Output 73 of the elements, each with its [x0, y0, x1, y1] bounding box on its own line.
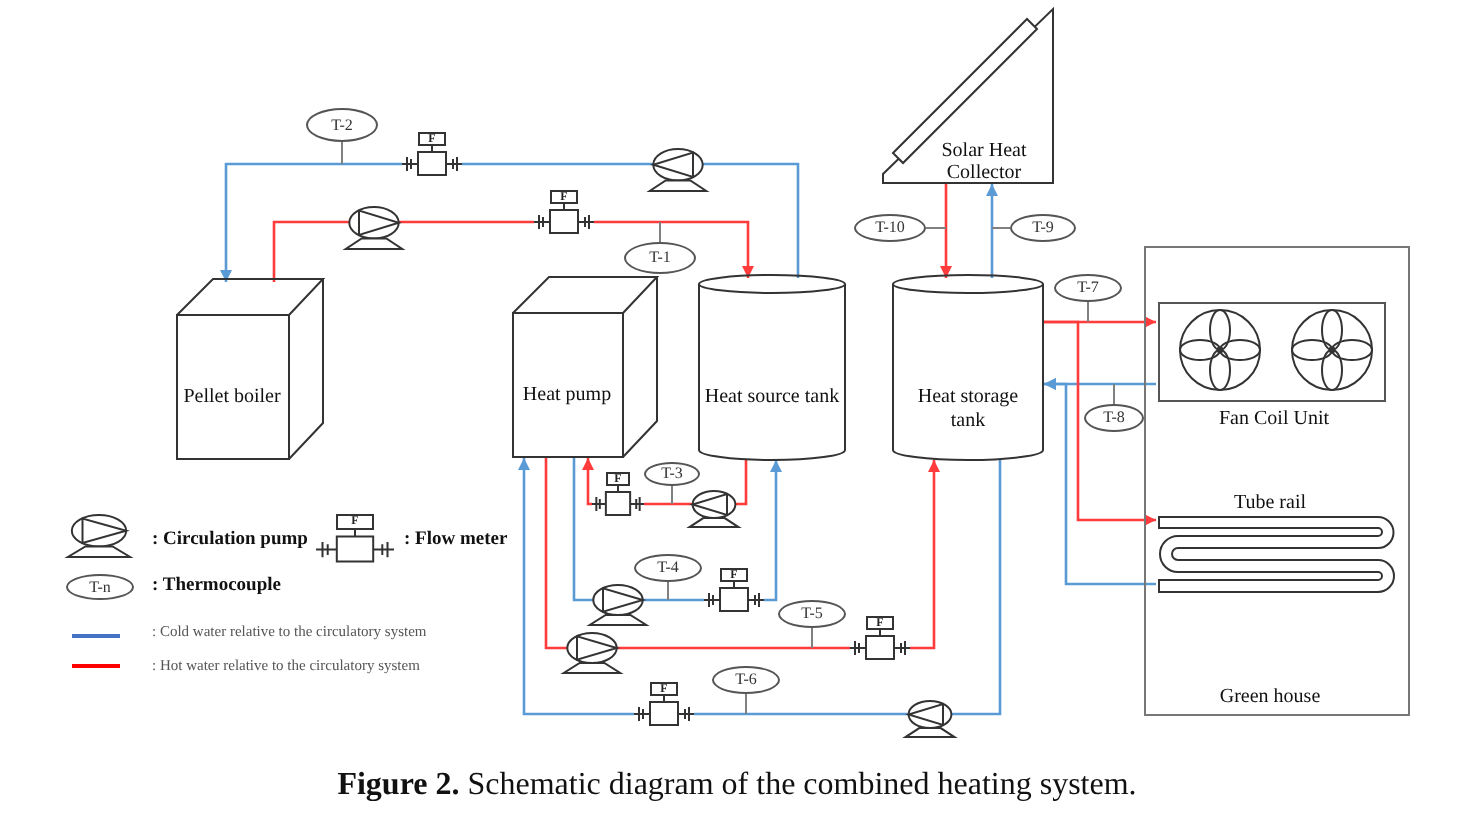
leader-line	[745, 693, 747, 715]
pump-symbol	[648, 147, 708, 192]
storage-tank	[892, 274, 1044, 460]
flow-meter-symbol	[634, 682, 694, 728]
pump-symbol	[904, 699, 956, 738]
figure-caption: Figure 2. Schematic diagram of the combined heating system.	[337, 766, 1137, 804]
thermocouple-tag: T-10	[854, 214, 926, 242]
pipe-line	[951, 460, 1002, 716]
flow-meter-symbol	[592, 472, 644, 518]
flow-meter-symbol	[850, 616, 910, 662]
flow-meter-symbol	[402, 132, 462, 178]
leader-line	[811, 627, 813, 649]
greenhouse-frame	[1144, 246, 1410, 716]
equipment-cabinet	[176, 278, 324, 460]
collector-label: Solar Heat Collector	[939, 140, 1029, 184]
flow-meter-symbol	[704, 568, 764, 614]
solar-collector	[882, 8, 1054, 184]
pipe-line	[398, 220, 534, 224]
legend-text: : Circulation pump	[152, 528, 308, 552]
flow-arrow	[594, 220, 754, 278]
pipe-line	[735, 460, 748, 506]
flow-arrow	[764, 460, 782, 602]
flow-arrow	[1044, 378, 1156, 586]
equipment-cabinet	[512, 276, 658, 458]
pipe-line	[616, 646, 850, 650]
thermocouple-tag: T-2	[306, 108, 378, 142]
legend-text: : Flow meter	[404, 528, 508, 552]
pipe-line	[644, 502, 693, 506]
thermocouple-tag: T-3	[644, 462, 700, 486]
flow-arrow	[986, 184, 998, 278]
leader-line	[991, 227, 1011, 229]
pump-symbol	[588, 584, 648, 626]
pipe-line	[694, 712, 909, 716]
fan-coil-label: Fan Coil Unit	[1219, 408, 1329, 432]
leader-line	[667, 581, 669, 601]
flow-meter-symbol	[534, 190, 594, 236]
pipe-line	[272, 220, 350, 282]
flow-arrow	[940, 184, 952, 278]
equipment-label: Heat pump	[522, 384, 612, 408]
thermocouple-tag: T-1	[624, 242, 696, 274]
thermocouple-tag: T-9	[1010, 214, 1076, 242]
flow-arrow	[1044, 320, 1156, 526]
greenhouse-label: Green house	[1219, 686, 1321, 710]
pipe-line	[572, 458, 594, 602]
leader-line	[341, 141, 343, 165]
tank-label: Heat storage tank	[915, 386, 1021, 434]
flow-arrow	[582, 458, 594, 506]
leader-line	[659, 221, 661, 243]
legend-text: : Thermocouple	[152, 574, 281, 598]
leader-line	[1087, 301, 1089, 323]
pipe-line	[462, 162, 654, 166]
flow-arrow	[518, 458, 634, 716]
thermocouple-tag: T-6	[712, 666, 780, 694]
leader-line	[1113, 383, 1115, 405]
flow-arrow	[910, 460, 940, 650]
thermocouple-tag: T-n	[66, 574, 134, 600]
tank-label: Heat source tank	[704, 386, 840, 410]
pump-symbol	[562, 632, 622, 674]
thermocouple-tag: T-7	[1054, 274, 1122, 302]
pipe-line	[702, 162, 800, 278]
equipment-label: Pellet boiler	[183, 386, 281, 410]
leader-line	[925, 227, 947, 229]
pipe-line	[544, 458, 568, 650]
thermocouple-tag: T-8	[1084, 404, 1144, 432]
thermocouple-tag: T-5	[778, 600, 846, 628]
thermocouple-tag: T-4	[634, 554, 702, 582]
pump-symbol	[688, 489, 740, 528]
pump-symbol	[344, 205, 404, 250]
storage-tank	[698, 274, 846, 460]
tube-rail-label: Tube rail	[1233, 492, 1307, 516]
leader-line	[671, 485, 673, 505]
pipe-line	[642, 598, 704, 602]
flow-arrow	[220, 162, 402, 282]
